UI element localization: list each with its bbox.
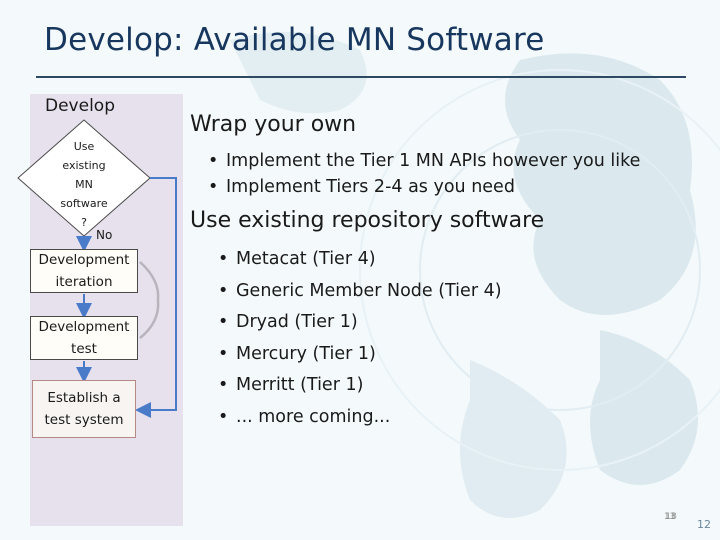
list-item-text: Generic Member Node (Tier 4) bbox=[236, 280, 502, 301]
section-existing-list: Metacat (Tier 4) Generic Member Node (Ti… bbox=[218, 244, 690, 434]
arrow-decision-to-system bbox=[135, 177, 177, 418]
page-number-small-text: 13 bbox=[664, 512, 676, 522]
list-item: ... more coming... bbox=[218, 402, 690, 434]
title-divider bbox=[36, 76, 686, 78]
list-item-text: Merritt (Tier 1) bbox=[236, 375, 364, 395]
decision-line: ? bbox=[81, 216, 87, 229]
list-item-text: Dryad (Tier 1) bbox=[236, 312, 358, 332]
list-item-text: Implement Tiers 2-4 as you need bbox=[226, 177, 515, 197]
decision-line: existing bbox=[62, 159, 106, 172]
list-item-text: Metacat (Tier 4) bbox=[236, 249, 376, 269]
list-item-text: ... more coming... bbox=[236, 406, 391, 427]
section-wrap-heading: Wrap your own bbox=[190, 112, 357, 137]
slide-title: Develop: Available MN Software bbox=[44, 22, 545, 58]
list-item-text: Implement the Tier 1 MN APIs however you… bbox=[226, 151, 641, 171]
step-development-test: Development test bbox=[30, 316, 138, 360]
slide-content: Wrap your own Implement the Tier 1 MN AP… bbox=[190, 110, 690, 433]
list-item-text: Mercury (Tier 1) bbox=[236, 343, 376, 364]
list-item: Generic Member Node (Tier 4) bbox=[218, 276, 690, 308]
decision-line: software bbox=[60, 197, 108, 210]
section-existing-heading: Use existing repository software bbox=[190, 208, 545, 233]
step-establish-test-system: Establish a test system bbox=[32, 380, 136, 438]
list-item: Mercury (Tier 1) bbox=[218, 339, 690, 371]
step-development-iteration: Development iteration bbox=[30, 249, 138, 293]
list-item: Dryad (Tier 1) bbox=[218, 307, 690, 339]
decision-text: Use existing MN software ? bbox=[48, 137, 120, 232]
flowchart-heading: Develop bbox=[45, 96, 115, 116]
list-item: Implement Tiers 2-4 as you need bbox=[208, 174, 690, 200]
page-number-small: 1318 bbox=[664, 512, 677, 522]
list-item: Metacat (Tier 4) bbox=[218, 244, 690, 276]
page-number-overlay-text: 18 bbox=[665, 512, 677, 522]
list-item: Merritt (Tier 1) bbox=[218, 370, 690, 402]
list-item: Implement the Tier 1 MN APIs however you… bbox=[208, 148, 690, 174]
decision-line: MN bbox=[75, 178, 93, 191]
page-number: 12 bbox=[697, 518, 711, 531]
decision-line: Use bbox=[73, 140, 95, 153]
no-branch-label: No bbox=[96, 228, 113, 242]
iteration-loop bbox=[139, 261, 160, 339]
section-wrap-list: Implement the Tier 1 MN APIs however you… bbox=[208, 148, 690, 200]
